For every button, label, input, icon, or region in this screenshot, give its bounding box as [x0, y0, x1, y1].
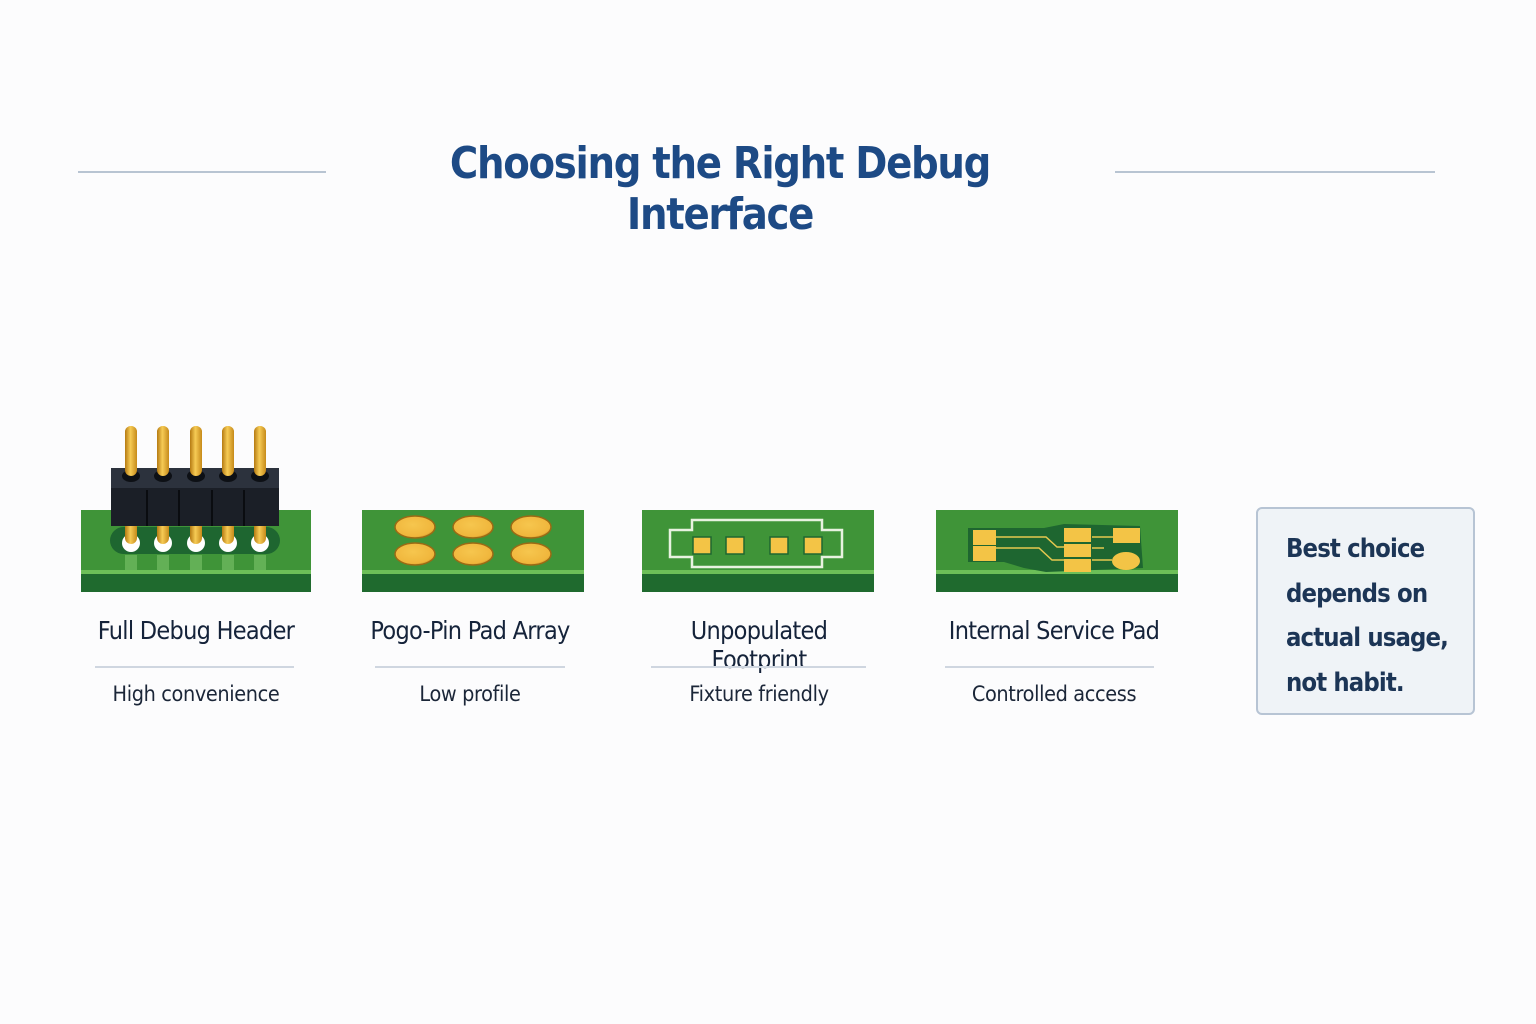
title-rule-left — [78, 171, 326, 173]
option-divider — [945, 666, 1154, 668]
option-name: Full Debug Header — [97, 616, 295, 645]
service-pad-icon — [936, 510, 1178, 592]
option-divider — [651, 666, 866, 668]
option-description: Fixture friendly — [689, 682, 829, 706]
option-description: High convenience — [112, 682, 280, 706]
option-name: Pogo-Pin Pad Array — [370, 616, 570, 645]
option-name: Internal Service Pad — [948, 616, 1160, 645]
pogo-pad-array-icon — [362, 510, 584, 592]
option-card-unpopulated-footprint: Unpopulated Footprint Fixture friendly — [629, 410, 889, 730]
summary-note-text: Best choice depends on actual usage, not… — [1286, 534, 1449, 698]
page-title: Choosing the Right Debug Interface — [449, 138, 991, 240]
option-name: Unpopulated Footprint — [690, 616, 828, 674]
unpopulated-footprint-icon — [642, 510, 874, 592]
option-divider — [375, 666, 565, 668]
pin-header-icon — [81, 426, 311, 592]
option-card-internal-service-pad: Internal Service Pad Controlled access — [924, 410, 1184, 730]
option-description: Controlled access — [971, 682, 1137, 706]
summary-note: Best choice depends on actual usage, not… — [1256, 507, 1475, 715]
option-divider — [95, 666, 294, 668]
option-description: Low profile — [419, 682, 521, 706]
title-row: Choosing the Right Debug Interface — [0, 132, 1536, 240]
option-card-full-debug-header: Full Debug Header High convenience — [66, 410, 326, 730]
title-rule-right — [1115, 171, 1435, 173]
option-card-pogo-pin-pad-array: Pogo-Pin Pad Array Low profile — [340, 410, 600, 730]
